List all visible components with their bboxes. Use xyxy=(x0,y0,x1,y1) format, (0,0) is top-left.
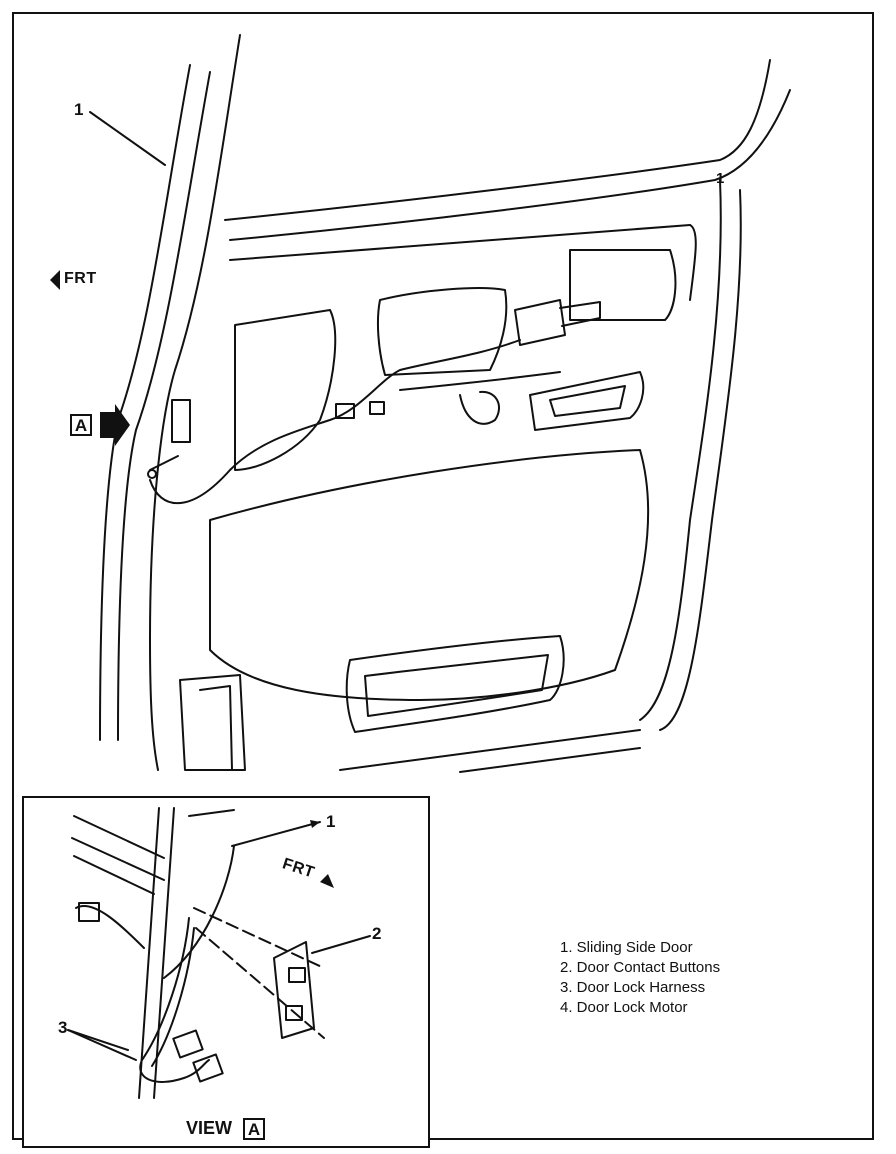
legend: 1. Sliding Side Door 2. Door Contact But… xyxy=(560,938,720,1018)
view-letter-box: A xyxy=(243,1118,266,1141)
legend-item-1: 1. Sliding Side Door xyxy=(560,939,693,956)
callout-1-track: 1 xyxy=(716,170,725,187)
inset-illustration xyxy=(67,807,371,1099)
legend-item-3: 3. Door Lock Harness xyxy=(560,979,706,996)
legend-item-2: 2. Door Contact Buttons xyxy=(560,959,721,976)
callout-1: 1 xyxy=(74,100,84,119)
view-word: VIEW xyxy=(186,1118,233,1138)
inset-callout-2: 2 xyxy=(372,924,382,943)
inset-callout-1: 1 xyxy=(326,812,336,831)
frt-label: FRT xyxy=(64,270,97,287)
diagram-frame xyxy=(12,12,874,1140)
view-caption: VIEW A xyxy=(186,1118,266,1141)
view-a-ref-box: A xyxy=(70,414,92,436)
inset-callout-3: 3 xyxy=(58,1018,68,1037)
legend-item-4: 4. Door Lock Motor xyxy=(560,999,688,1016)
view-a-inset: 1 2 3 FRT xyxy=(22,796,430,1148)
